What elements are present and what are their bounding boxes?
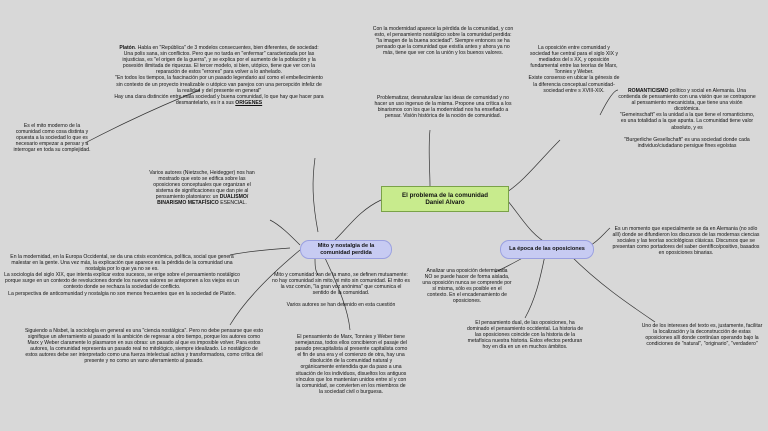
link-epoca-dual (524, 254, 546, 319)
platon-heading: Platón (119, 45, 135, 51)
node-problematizar: Problematizar, desnaturalizar las ideas … (374, 95, 512, 120)
node-mito-comunidad: Mito y comunidad van de la mano, se defi… (272, 272, 410, 309)
link-central-epoca (506, 199, 551, 246)
autores-text-2: ESENCIAL. (218, 200, 247, 207)
link-mito-nisbet (229, 249, 301, 326)
node-marx-tonnies-weber: El pensamiento de Marx, Tonnies y Weber … (294, 334, 408, 395)
node-oposicion-entre: La oposición entre comunidad y sociedad … (528, 45, 620, 94)
link-mito-marx (324, 257, 351, 331)
romanticismo-body: político y social en Alemania. Una conti… (618, 88, 756, 149)
node-romanticismo: ROMANTICISMO político y social en Aleman… (618, 88, 756, 149)
autores-dualismo: DUALISMO/ BINARISMO METAFÍSICO (157, 194, 249, 207)
link-mito-vando (314, 257, 319, 276)
link-central-mito (334, 199, 382, 241)
autores-text-1: Varios autores (Nietzsche, Heidegger) no… (149, 170, 255, 201)
platon-origenes: ORIGENES (235, 99, 263, 106)
node-nisbet: Siguiendo a Nisbet, la sociología en gen… (24, 328, 264, 365)
node-analizar-oposicion: Analizar una oposición determinada NO se… (422, 268, 512, 305)
node-varios-autores: Varios autores (Nietzsche, Heidegger) no… (146, 170, 258, 207)
link-mito-platon (312, 157, 319, 233)
link-mito-europa (229, 247, 291, 256)
central-node: El problema de la comunidad Daniel Alvar… (381, 186, 509, 212)
romanticismo-heading: ROMANTICISMO (627, 88, 669, 94)
link-central-oposicion (506, 139, 561, 193)
node-mito-moderno: Es el mito moderno de la comunidad como … (13, 123, 91, 154)
platon-body: . Habla en "República" de 3 modelos cons… (114, 45, 324, 106)
link-epoca-intereses (569, 254, 656, 323)
node-platon: Platón. Habla en "República" de 3 modelo… (114, 45, 324, 106)
link-platon-mitomoderno (84, 89, 201, 144)
topic-mito-nostalgia: Mito y nostalgia de la comunidad perdida (300, 240, 392, 259)
node-modernidad-europa: En la modernidad, en la Europa Occidenta… (4, 254, 240, 297)
node-momento-alemania: Es un momento que especialmente se da en… (612, 226, 760, 257)
node-modernidad-perdida: Con la modernidad aparece la pérdida de … (372, 26, 514, 57)
link-central-modernidad (428, 129, 431, 187)
link-mito-autores (269, 219, 301, 246)
topic-epoca-oposiciones: La época de las oposiciones (500, 240, 594, 259)
node-pensamiento-dual: El pensamiento dual, de las oposiciones,… (466, 320, 584, 351)
node-intereses-texto: Uno de los intereses del texto es, justa… (641, 323, 763, 348)
link-oposicion-romanticismo (599, 89, 619, 116)
